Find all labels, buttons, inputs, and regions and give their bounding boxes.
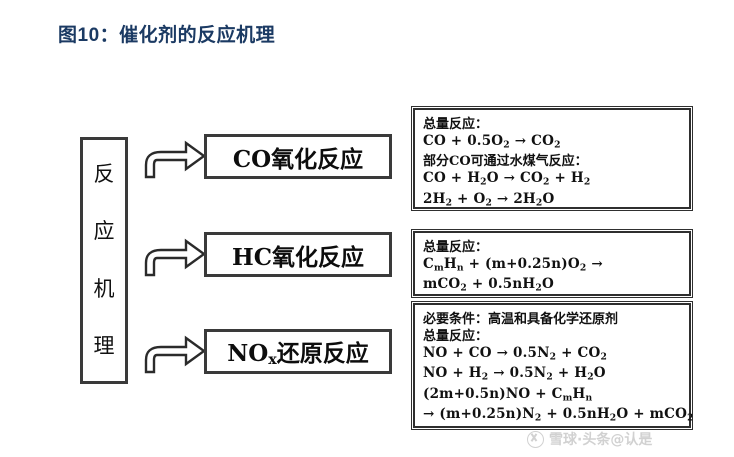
equation-line: 总量反应： [423, 329, 489, 344]
stage-label: NOx还原反应 [227, 340, 369, 369]
stage-box-nox-reduction: NOx还原反应 [204, 329, 392, 374]
watermark: 雪球·头条@认是 [527, 429, 652, 449]
equation-line: NO + H2 → 0.5N2 + H2O [423, 365, 606, 383]
stage-box-co-oxidation: CO氧化反应 [204, 134, 392, 179]
equation-line: NO + CO → 0.5N2 + CO2 [423, 345, 608, 363]
equation-line: 总量反应： [423, 240, 489, 255]
stage-label: HC氧化反应 [231, 243, 365, 271]
watermark-text: 雪球·头条@认是 [549, 432, 653, 448]
equation-line: → (m+0.25n)N2 + 0.5nH2O + mCO2 [423, 405, 694, 424]
mechanism-char: 机 [93, 276, 115, 301]
equation-line: CO + H2O → CO2 + H2 [423, 170, 591, 188]
stage-box-hc-oxidation: HC氧化反应 [204, 232, 392, 277]
stage-label: CO氧化反应 [232, 145, 364, 173]
curved-arrow-icon [144, 335, 207, 374]
equation-line: (2m+0.5n)NO + CmHn [423, 385, 593, 403]
equation-line: CmHn + (m+0.25n)O2 → [423, 256, 603, 274]
detail-panel-hc-oxidation: 总量反应：CmHn + (m+0.25n)O2 → mCO2 + 0.5nH2O [411, 229, 693, 298]
mechanism-char: 应 [93, 219, 115, 244]
detail-panel-nox-reduction: 必要条件：高温和具备化学还原剂总量反应：NO + CO → 0.5N2 + CO… [411, 301, 694, 430]
curved-arrow-icon [144, 238, 207, 277]
xueqiu-logo-icon [527, 430, 544, 448]
equation-line: 2H2 + O2 → 2H2O [423, 190, 555, 208]
equation-line: CO + 0.5O2 → CO2 [423, 133, 561, 151]
page-title: 图10：催化剂的反应机理 [58, 25, 276, 46]
detail-panel-co-oxidation: 总量反应：CO + 0.5O2 → CO2 部分CO可通过水煤气反应：CO + H… [411, 106, 693, 211]
mechanism-char: 反 [93, 162, 115, 187]
mechanism-label-box: 反 应 机 理 [80, 137, 128, 384]
equation-line: 总量反应： [423, 117, 489, 132]
equation-line: 部分CO可通过水煤气反应： [423, 154, 588, 170]
mechanism-char: 理 [93, 333, 115, 358]
curved-arrow-icon [144, 140, 207, 179]
equation-line: mCO2 + 0.5nH2O [423, 276, 554, 294]
equation-line: 必要条件：高温和具备化学还原剂 [423, 312, 619, 327]
